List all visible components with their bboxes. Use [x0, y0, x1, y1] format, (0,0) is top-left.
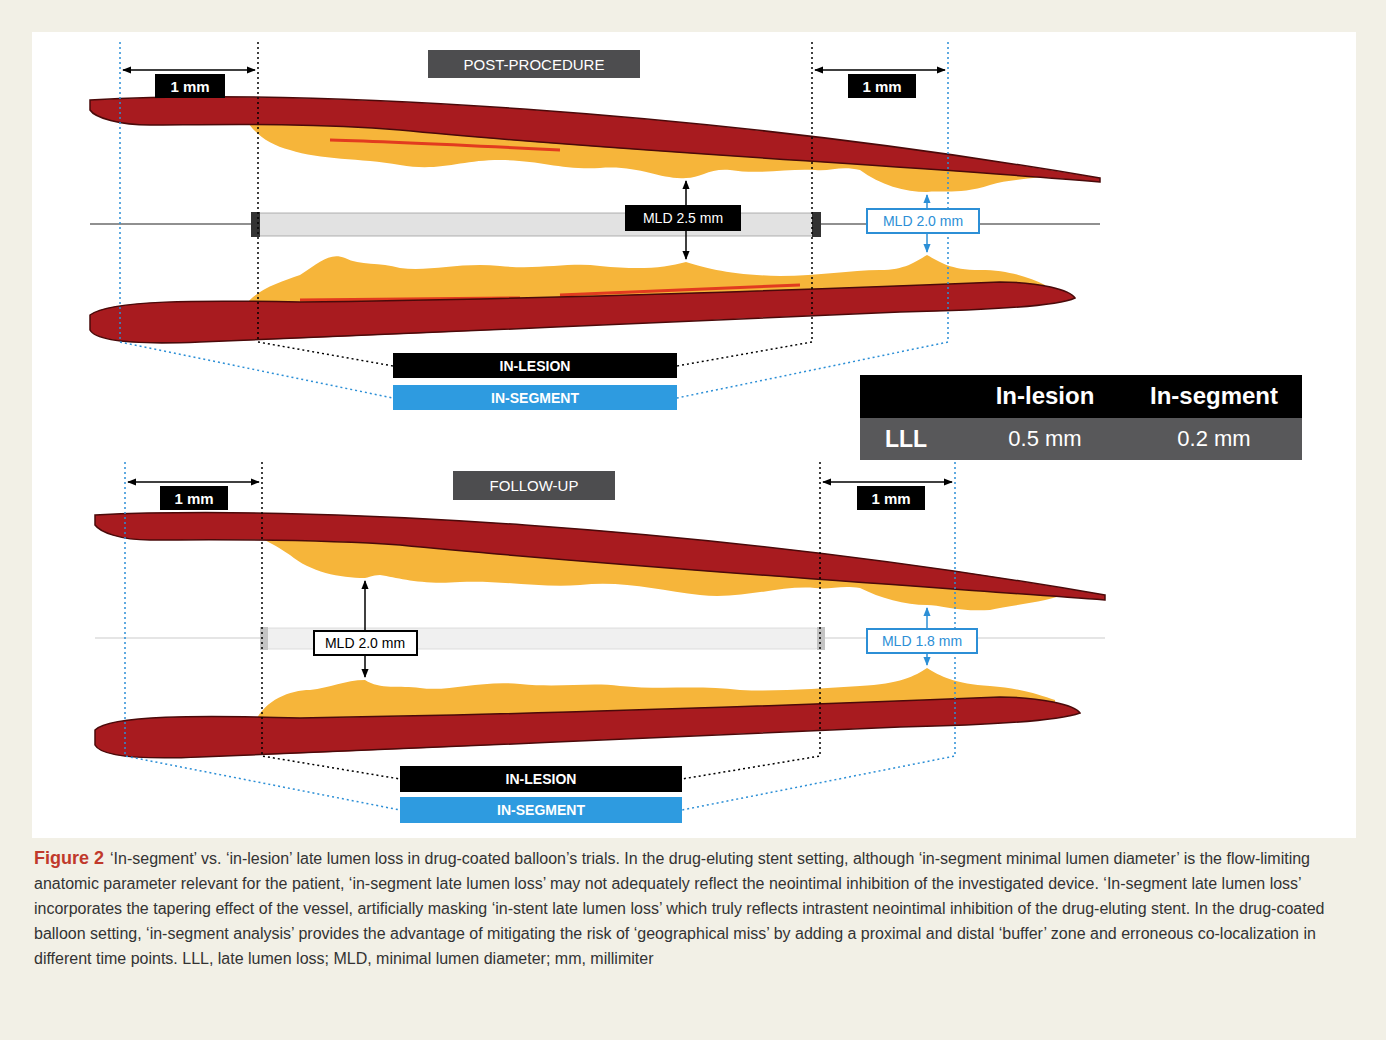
- dimension-label: 1 mm: [155, 74, 225, 98]
- dimension-label: 1 mm: [857, 486, 925, 510]
- caption-text: ‘In-segment’ vs. ‘in-lesion’ late lumen …: [34, 850, 1324, 967]
- stent-marker: [812, 212, 821, 237]
- dimension-label: 1 mm: [848, 74, 916, 98]
- figure-panel: [32, 32, 1356, 838]
- table-row: [860, 418, 1302, 460]
- lesion-boundary: [262, 462, 400, 779]
- mld-label: MLD 2.5 mm: [625, 205, 741, 231]
- vessel-wall: [95, 697, 1080, 758]
- figure-number: Figure 2: [34, 848, 104, 868]
- box-text: IN-SEGMENT: [497, 802, 585, 818]
- panel-title: POST-PROCEDURE: [428, 50, 640, 78]
- table-header-cell: In-lesion: [996, 382, 1095, 410]
- panel-title: FOLLOW-UP: [453, 471, 615, 500]
- box-text: IN-SEGMENT: [491, 390, 579, 406]
- stent-marker: [260, 627, 268, 650]
- stent-marker: [817, 627, 825, 650]
- vessel-wall: [95, 513, 1105, 600]
- lesion-boundary: [682, 462, 820, 779]
- segment-bar: IN-SEGMENT: [400, 797, 682, 823]
- vessel-wall: [90, 97, 1100, 182]
- table-cell: 0.2 mm: [1177, 426, 1250, 452]
- box-text: 1 mm: [174, 490, 213, 507]
- lesion-bar: IN-LESION: [400, 766, 682, 792]
- box-text: MLD 2.5 mm: [643, 210, 723, 226]
- dimension-arrow: [823, 481, 952, 483]
- box-text: MLD 2.0 mm: [325, 635, 405, 651]
- mld-label: MLD 2.0 mm: [866, 208, 980, 234]
- mld-arrow: [364, 581, 366, 677]
- figure-caption: Figure 2‘In-segment’ vs. ‘in-lesion’ lat…: [34, 846, 1352, 971]
- segment-boundary: [120, 42, 393, 398]
- box-text: 1 mm: [862, 78, 901, 95]
- dimension-arrow: [123, 69, 255, 71]
- box-text: FOLLOW-UP: [490, 477, 579, 494]
- table-header: [860, 375, 1302, 418]
- table-row-header: LLL: [885, 426, 927, 453]
- vessel-follow-up: [95, 462, 1105, 810]
- box-text: IN-LESION: [506, 771, 577, 787]
- lesion-boundary: [677, 42, 812, 366]
- box-text: 1 mm: [170, 78, 209, 95]
- box-text: POST-PROCEDURE: [464, 56, 605, 73]
- box-text: IN-LESION: [500, 358, 571, 374]
- box-text: 1 mm: [871, 490, 910, 507]
- table-header-cell: In-segment: [1150, 382, 1278, 410]
- vessel-wall: [90, 282, 1075, 343]
- lesion-boundary: [258, 42, 393, 366]
- segment-bar: IN-SEGMENT: [393, 385, 677, 410]
- box-text: MLD 2.0 mm: [883, 213, 963, 229]
- box-text: MLD 1.8 mm: [882, 633, 962, 649]
- dimension-arrow: [128, 481, 259, 483]
- mld-label: MLD 1.8 mm: [866, 628, 978, 654]
- table-cell: 0.5 mm: [1008, 426, 1081, 452]
- dimension-label: 1 mm: [160, 486, 228, 510]
- vessel-post: [90, 42, 1100, 398]
- mld-label: MLD 2.0 mm: [313, 630, 418, 656]
- lesion-bar: IN-LESION: [393, 353, 677, 378]
- dimension-arrow: [815, 69, 945, 71]
